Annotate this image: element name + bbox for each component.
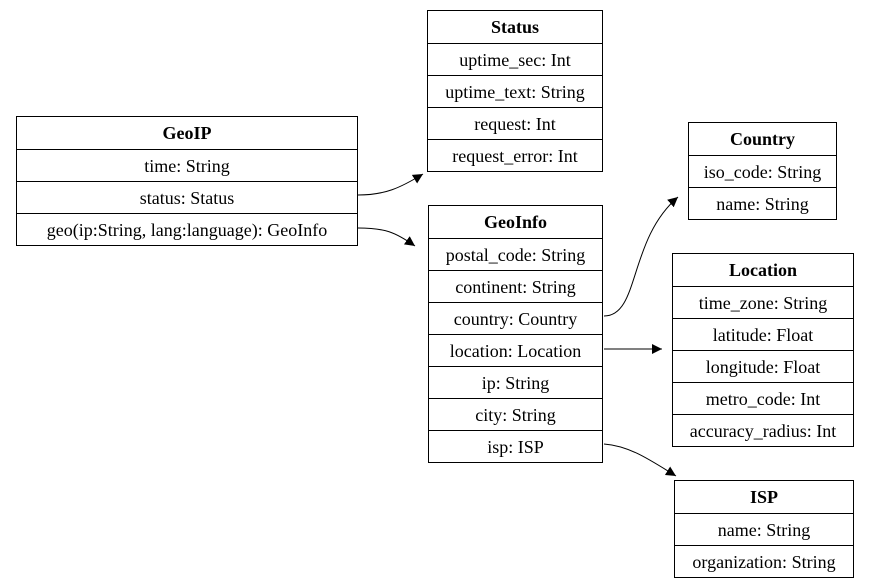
geoip-field-status: status: Status — [17, 181, 357, 213]
country-node: Country iso_code: String name: String — [688, 122, 837, 220]
location-title: Location — [728, 260, 797, 280]
status-title: Status — [490, 17, 539, 37]
location-field-accuracy-radius: accuracy_radius: Int — [673, 414, 853, 446]
country-field-name: name: String — [689, 187, 836, 219]
status-node: Status uptime_sec: Int uptime_text: Stri… — [427, 10, 603, 172]
location-field-longitude: longitude: Float — [673, 350, 853, 382]
geoinfo-field-country: country: Country — [429, 302, 602, 334]
location-node: Location time_zone: String latitude: Flo… — [672, 253, 854, 447]
edge-geoip-status-to-status — [357, 173, 424, 196]
edge-geoinfo-country-to-country — [603, 196, 679, 317]
isp-title: ISP — [749, 487, 778, 507]
location-field-time-zone: time_zone: String — [673, 286, 853, 318]
isp-field-name: name: String — [675, 513, 853, 545]
geoinfo-field-city: city: String — [429, 398, 602, 430]
geoinfo-field-isp: isp: ISP — [429, 430, 602, 462]
status-field-uptime-sec: uptime_sec: Int — [428, 43, 602, 75]
geoip-field-geo: geo(ip:String, lang:language): GeoInfo — [17, 213, 357, 245]
geoinfo-field-ip: ip: String — [429, 366, 602, 398]
geoip-title: GeoIP — [162, 123, 212, 143]
geoip-node: GeoIP time: String status: Status geo(ip… — [16, 116, 358, 246]
status-field-request-error: request_error: Int — [428, 139, 602, 171]
geoinfo-title: GeoInfo — [484, 212, 547, 232]
location-field-metro-code: metro_code: Int — [673, 382, 853, 414]
geoip-field-time: time: String — [17, 149, 357, 181]
geoinfo-field-continent: continent: String — [429, 270, 602, 302]
geoinfo-field-location: location: Location — [429, 334, 602, 366]
status-field-uptime-text: uptime_text: String — [428, 75, 602, 107]
geoinfo-node: GeoInfo postal_code: String continent: S… — [428, 205, 603, 463]
edge-geoinfo-isp-to-isp — [603, 443, 677, 477]
country-title: Country — [729, 129, 795, 149]
status-field-request: request: Int — [428, 107, 602, 139]
location-field-latitude: latitude: Float — [673, 318, 853, 350]
geoinfo-field-postal-code: postal_code: String — [429, 238, 602, 270]
isp-node: ISP name: String organization: String — [674, 480, 854, 578]
country-field-iso-code: iso_code: String — [689, 155, 836, 187]
edge-geoip-geo-to-geoinfo — [357, 227, 416, 247]
isp-field-organization: organization: String — [675, 545, 853, 577]
